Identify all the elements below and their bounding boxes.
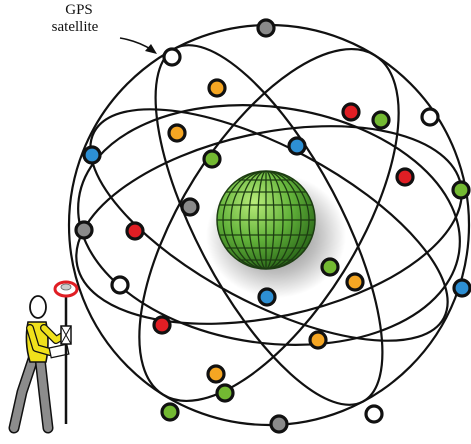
satellite-blue-9 [84,147,100,163]
satellite-green-4 [204,151,220,167]
satellite-orange-23 [208,366,224,382]
satellite-gray-14 [182,199,198,215]
satellite-green-24 [162,404,178,420]
satellite-blue-11 [289,138,305,154]
satellite-gray-27 [271,416,287,432]
gps-satellite-label-line1: GPS [44,2,114,19]
satellite-orange-8 [169,125,185,141]
satellite-orange-17 [347,274,363,290]
satellite-red-21 [154,317,170,333]
earth-globe-icon [217,171,315,269]
satellite-orange-3 [209,80,225,96]
satellite-gray-2 [258,20,274,36]
satellite-blue-18 [259,289,275,305]
satellite-white-7 [422,109,438,125]
satellite-white-1 [164,49,180,65]
satellite-green-6 [373,112,389,128]
satellite-gray-13 [76,222,92,238]
satellite-orange-22 [310,332,326,348]
satellite-green-26 [217,385,233,401]
surveyor-person-icon [14,296,69,428]
satellite-green-10 [453,182,469,198]
satellite-white-20 [112,277,128,293]
satellite-green-16 [322,259,338,275]
satellite-white-25 [366,406,382,422]
satellite-blue-19 [454,280,470,296]
satellite-red-15 [127,223,143,239]
gps-satellite-label-line2: satellite [30,19,120,36]
satellite-red-12 [397,169,413,185]
satellite-red-5 [343,104,359,120]
pointer-arrow-icon [120,38,157,54]
